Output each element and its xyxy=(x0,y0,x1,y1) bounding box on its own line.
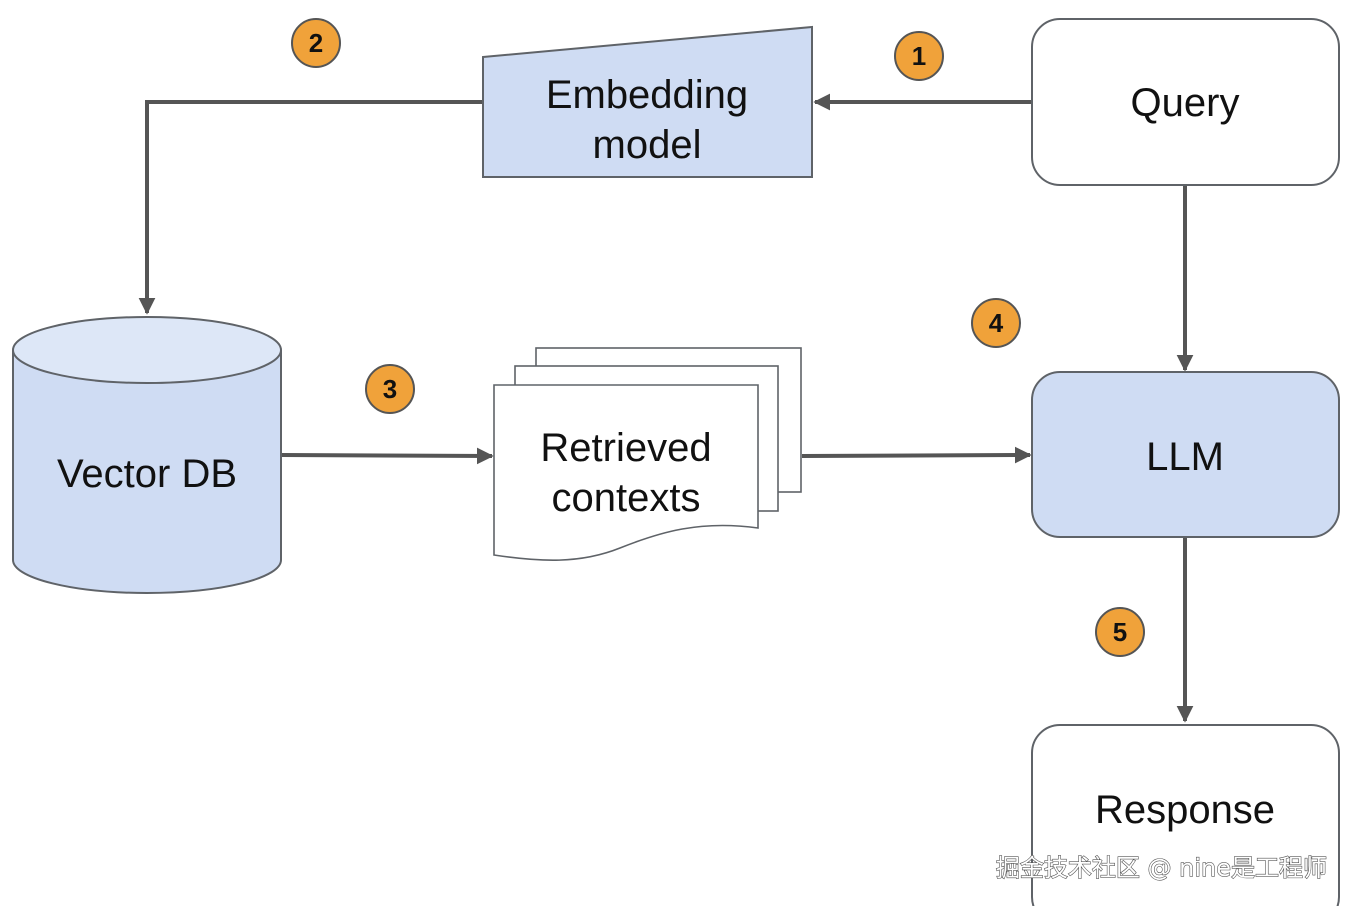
watermark-text: 掘金技术社区 @ nine是工程师 xyxy=(996,854,1327,882)
query-label: Query xyxy=(1131,81,1240,125)
step-number-5: 5 xyxy=(1113,617,1127,647)
embedding-model-node: Embedding model xyxy=(482,25,813,178)
step-number-4: 4 xyxy=(989,308,1004,338)
llm-node: LLM xyxy=(1031,371,1340,538)
arrow-embedding-to-vectordb xyxy=(138,100,482,315)
step-badge-1: 1 xyxy=(894,31,944,81)
llm-label: LLM xyxy=(1146,435,1224,479)
response-label: Response xyxy=(1095,788,1275,832)
query-node: Query xyxy=(1031,18,1340,186)
embedding-model-label-line1: Embedding xyxy=(546,73,748,117)
retrieved-contexts-label-line1: Retrieved xyxy=(540,426,711,470)
step-badge-5: 5 xyxy=(1095,607,1145,657)
retrieved-contexts-label-line2: contexts xyxy=(552,476,701,520)
document-sheet-front xyxy=(493,384,759,562)
vector-db-node: Vector DB xyxy=(12,316,282,594)
vector-db-label: Vector DB xyxy=(57,452,237,496)
arrow-contexts-to-llm xyxy=(801,446,1032,464)
embedding-model-label-line2: model xyxy=(593,123,702,167)
arrow-vectordb-to-contexts xyxy=(281,447,494,465)
step-badge-2: 2 xyxy=(291,18,341,68)
step-number-3: 3 xyxy=(383,374,397,404)
step-number-1: 1 xyxy=(912,41,926,71)
step-number-2: 2 xyxy=(309,28,323,58)
step-badge-3: 3 xyxy=(365,364,415,414)
step-badge-4: 4 xyxy=(971,298,1021,348)
retrieved-contexts-node: Retrieved contexts xyxy=(493,347,802,562)
response-node: Response xyxy=(1031,724,1340,906)
connectors xyxy=(138,93,1194,723)
